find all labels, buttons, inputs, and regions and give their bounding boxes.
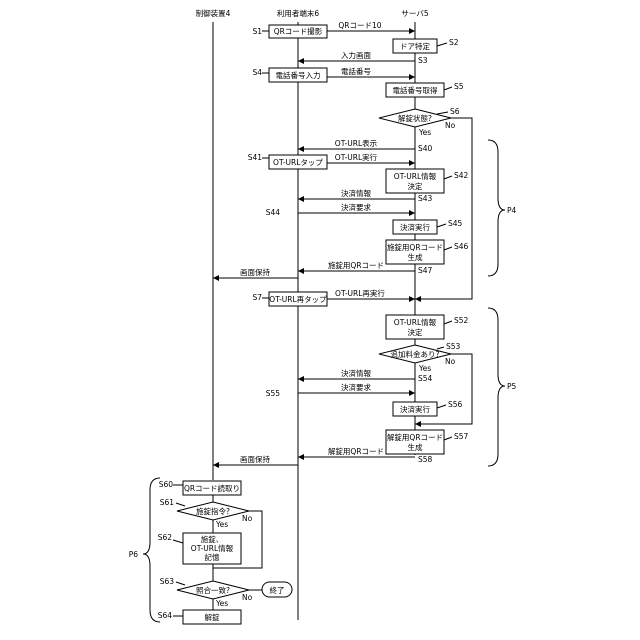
terminal-end-text: 終了 — [270, 585, 285, 595]
box-lock-store-line2: OT-URL情報 — [191, 543, 234, 553]
box-ot-decide-2-line1: OT-URL情報 — [394, 317, 437, 327]
label-yes-s61: Yes — [215, 520, 228, 529]
step-label-s2: S2 — [449, 38, 459, 47]
box-unlock-qr-gen-line1: 解錠用QRコード — [387, 432, 443, 442]
box-lock-qr-gen-line2: 生成 — [408, 252, 423, 262]
step-label-s53: S53 — [446, 342, 461, 351]
label-yes-s53: Yes — [418, 364, 431, 373]
box-pay-exec-1-text: 決済実行 — [400, 222, 430, 232]
msg-payment-request-1: 決済要求 — [341, 202, 371, 212]
step-label-s58: S58 — [418, 455, 433, 464]
box-unlock-qr-gen-line2: 生成 — [408, 442, 423, 452]
msg-phone-number: 電話番号 — [341, 66, 371, 76]
step-label-s57: S57 — [454, 432, 469, 441]
msg-screen-hold-1: 画面保持 — [240, 267, 270, 277]
phase-bracket-p5 — [488, 308, 505, 466]
step-label-s44: S44 — [266, 208, 281, 217]
phase-bracket-p4 — [488, 140, 505, 276]
msg-payment-request-2: 決済要求 — [341, 382, 371, 392]
msg-lock-qr: 施錠用QRコード — [328, 260, 384, 270]
step-label-s43: S43 — [418, 194, 433, 203]
box-pay-exec-2-text: 決済実行 — [400, 404, 430, 414]
decision-extra-fee-text: 追加料金あり? — [391, 349, 440, 359]
label-no-s53: No — [445, 357, 456, 366]
step-label-s41: S41 — [248, 153, 263, 162]
msg-ot-url-reexec: OT-URL再実行 — [335, 288, 385, 298]
box-lock-qr-gen-line1: 施錠用QRコード — [387, 242, 443, 252]
box-ot-decide-1-line1: OT-URL情報 — [394, 171, 437, 181]
phase-label-p6: P6 — [129, 550, 139, 559]
box-ot-decide-2-line2: 決定 — [408, 327, 423, 337]
step-label-s1: S1 — [252, 27, 262, 36]
step-label-s6: S6 — [450, 107, 460, 116]
box-phone-get-text: 電話番号取得 — [393, 85, 438, 95]
lane-header-terminal: 利用者端末6 — [277, 8, 319, 18]
label-yes-s63: Yes — [215, 599, 228, 608]
box-ot-tap-text: OT-URLタップ — [273, 158, 323, 167]
step-label-s46: S46 — [454, 242, 469, 251]
msg-screen-hold-2: 画面保持 — [240, 454, 270, 464]
phase-label-p4: P4 — [507, 206, 517, 215]
step-label-s62: S62 — [158, 533, 173, 542]
decision-lock-state-text: 解錠状態? — [398, 113, 432, 123]
step-label-s45: S45 — [448, 219, 463, 228]
box-door-identify-text: ドア特定 — [400, 41, 430, 51]
step-label-s55: S55 — [266, 389, 281, 398]
msg-input-screen: 入力画面 — [341, 50, 371, 60]
label-no-s63: No — [242, 593, 253, 602]
box-ot-retap-text: OT-URL再タップ — [269, 295, 327, 304]
step-label-s52: S52 — [454, 316, 469, 325]
box-qr-capture-text: QRコード撮影 — [274, 26, 323, 36]
box-lock-store-line3: 記憶 — [205, 552, 220, 562]
phase-label-p5: P5 — [507, 382, 517, 391]
msg-ot-url-exec: OT-URL実行 — [335, 152, 378, 162]
msg-ot-url-display: OT-URL表示 — [335, 138, 378, 148]
decision-match-text: 照合一致? — [196, 585, 230, 595]
step-label-s40: S40 — [418, 144, 433, 153]
msg-unlock-qr: 解錠用QRコード — [328, 446, 384, 456]
box-phone-input-text: 電話番号入力 — [276, 70, 321, 80]
step-label-s63: S63 — [160, 577, 175, 586]
step-label-s42: S42 — [454, 171, 469, 180]
step-label-s60: S60 — [159, 480, 174, 489]
msg-payment-info-2: 決済情報 — [341, 368, 371, 378]
step-label-s7: S7 — [252, 293, 262, 302]
label-no-s6: No — [445, 121, 456, 130]
msg-qr10: QRコード10 — [338, 21, 381, 30]
step-label-s64: S64 — [158, 611, 173, 620]
label-yes-s6: Yes — [418, 128, 431, 137]
step-label-s5: S5 — [454, 82, 464, 91]
step-label-s56: S56 — [448, 400, 463, 409]
phase-bracket-p6 — [143, 478, 160, 622]
box-qr-read-text: QRコード読取り — [184, 483, 240, 493]
label-no-s61: No — [242, 514, 253, 523]
step-label-s61: S61 — [160, 498, 175, 507]
box-unlock-text: 解錠 — [205, 612, 220, 622]
lane-header-server: サーバ5 — [401, 9, 428, 18]
step-label-s4: S4 — [252, 68, 262, 77]
step-label-s54: S54 — [418, 374, 433, 383]
box-ot-decide-1-line2: 決定 — [408, 181, 423, 191]
lane-header-control: 制御装置4 — [196, 8, 231, 18]
decision-lock-cmd-text: 施錠指令? — [196, 506, 230, 516]
step-label-s47: S47 — [418, 266, 433, 275]
step-label-s3: S3 — [418, 56, 428, 65]
msg-payment-info-1: 決済情報 — [341, 188, 371, 198]
box-lock-store-line1: 施錠、 — [201, 534, 224, 544]
